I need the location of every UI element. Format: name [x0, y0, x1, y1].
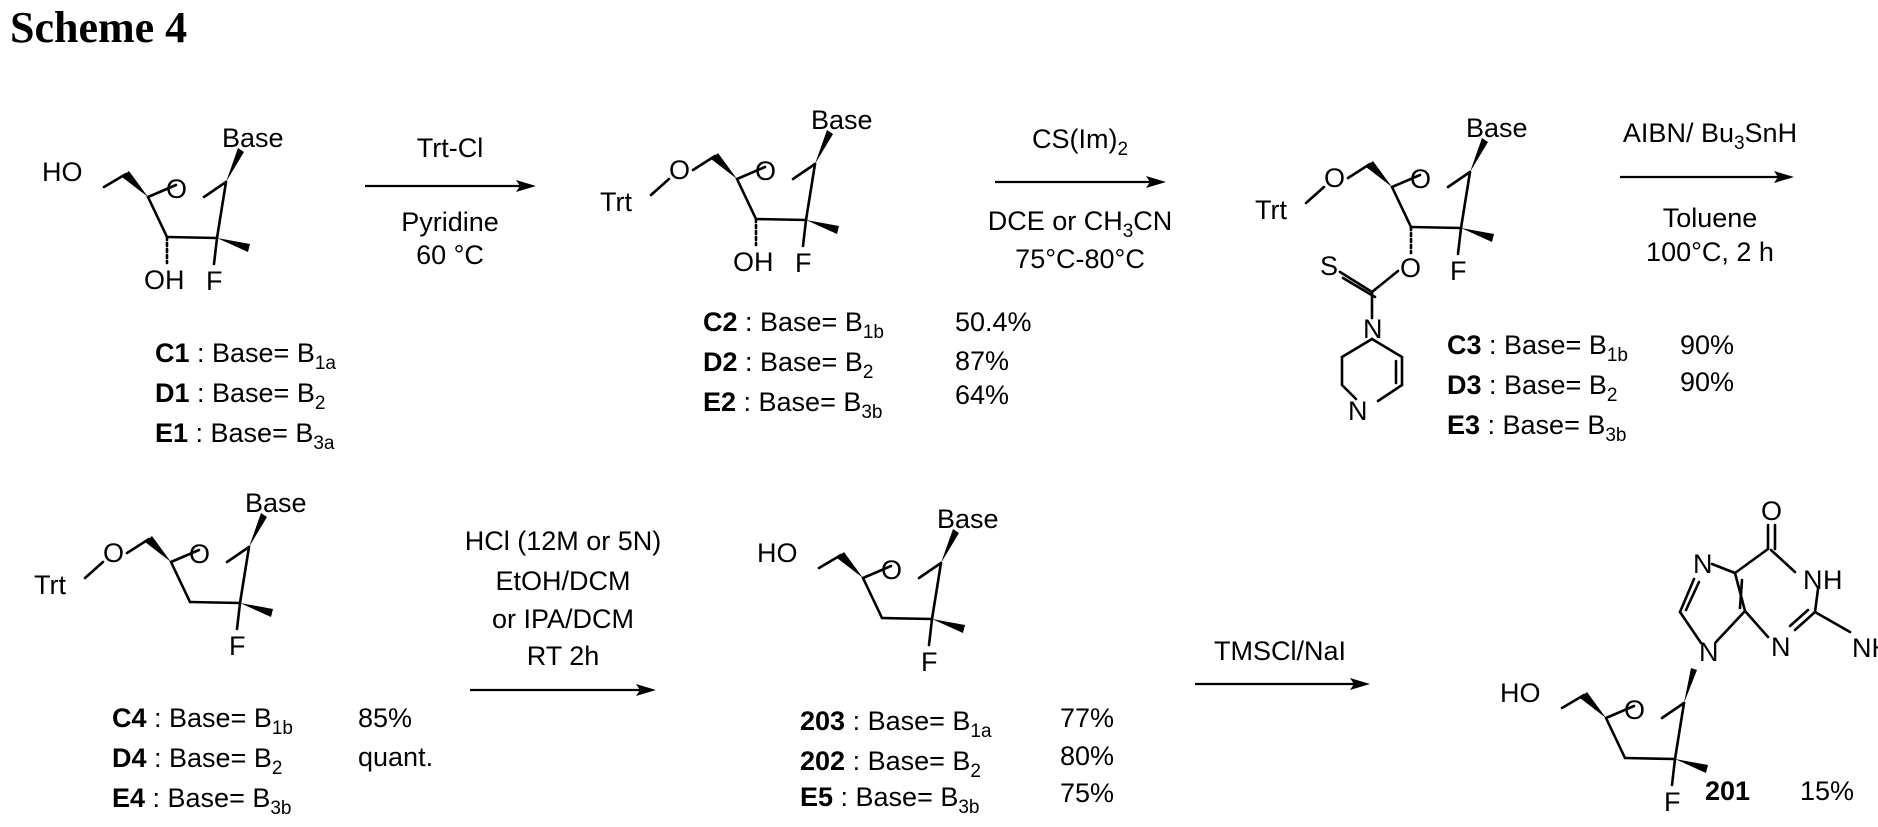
compound-201-structure: O HO F: [1500, 668, 1708, 817]
ether-oxygen: O: [103, 538, 124, 568]
guanine-base: N N O N H N NH2: [1680, 496, 1878, 669]
hydroxyl-label: HO: [1500, 678, 1541, 708]
arrow-2-solvent: DCE or CH3CN: [988, 206, 1173, 242]
ether-oxygen: O: [669, 155, 690, 185]
compound-c5-structure: O HO Base F: [757, 504, 999, 677]
purine-n1: N: [1803, 565, 1823, 595]
trityl-label: Trt: [34, 570, 66, 600]
label-row: E3 : Base= B3b: [1447, 410, 1627, 446]
arrow-4-conditions: RT 2h: [527, 641, 600, 671]
carbonyl-oxygen: O: [1761, 496, 1782, 526]
fluorine-label: F: [921, 647, 938, 677]
reaction-arrow-1: Trt-Cl Pyridine 60 °C: [365, 133, 536, 270]
trityl-label: Trt: [600, 187, 632, 217]
yield: 85%: [358, 703, 412, 733]
yield: 77%: [1060, 703, 1114, 733]
label-row: C1 : Base= B1a: [155, 338, 336, 374]
label-row: D3 : Base= B2: [1447, 370, 1617, 406]
ether-oxygen: O: [1324, 163, 1345, 193]
arrow-3-reagent: AIBN/ Bu3SnH: [1623, 118, 1797, 154]
purine-n7: N: [1693, 549, 1713, 579]
ring-oxygen: O: [881, 555, 902, 585]
fluorine-label: F: [1450, 256, 1467, 286]
yield: 64%: [955, 380, 1009, 410]
purine-h1: H: [1823, 565, 1843, 595]
thiocarbonate-oxygen: O: [1400, 253, 1421, 283]
label-row: D4 : Base= B2: [112, 743, 282, 779]
compound-c4-structure: O O Trt Base F: [34, 488, 307, 661]
purine-n9: N: [1699, 637, 1719, 667]
arrow-3-solvent: Toluene: [1663, 203, 1758, 233]
fluorine-label: F: [795, 248, 812, 278]
base-label: Base: [937, 504, 999, 534]
label-row: E1 : Base= B3a: [155, 418, 335, 454]
ring-oxygen: O: [189, 539, 210, 569]
ring-oxygen: O: [166, 174, 187, 204]
base-label: Base: [1466, 113, 1528, 143]
fluorine-label: F: [1664, 787, 1681, 817]
arrow-2-reagent: CS(Im)2: [1032, 124, 1128, 160]
hydroxyl-label: HO: [757, 538, 798, 568]
yield: 90%: [1680, 367, 1734, 397]
label-row: D1 : Base= B2: [155, 378, 325, 414]
labels-c1: C1 : Base= B1a D1 : Base= B2 E1 : Base= …: [155, 338, 336, 454]
hydroxyl-label: HO: [42, 157, 83, 187]
compound-201-yield: 15%: [1800, 776, 1854, 806]
label-row: C2 : Base= B1b: [703, 307, 884, 343]
sulfur-label: S: [1320, 251, 1338, 281]
purine-n3: N: [1771, 632, 1791, 662]
arrow-1-solvent: Pyridine: [401, 207, 499, 237]
fluorine-label: F: [206, 266, 223, 296]
oh-label: OH: [733, 247, 774, 277]
yield: 87%: [955, 346, 1009, 376]
label-row: C4 : Base= B1b: [112, 703, 293, 739]
arrow-5-reagent: TMSCl/NaI: [1214, 636, 1346, 666]
label-row: D2 : Base= B2: [703, 347, 873, 383]
ring-oxygen: O: [1410, 164, 1431, 194]
imidazole-n3: N: [1348, 396, 1368, 426]
yield: 75%: [1060, 778, 1114, 808]
base-label: Base: [222, 123, 284, 153]
imidazole-n1: N: [1363, 314, 1383, 344]
labels-c2: C2 : Base= B1b 50.4% D2 : Base= B2 87% E…: [703, 307, 1032, 423]
label-row: 203 : Base= B1a: [800, 706, 992, 742]
yield: 90%: [1680, 330, 1734, 360]
compound-c1-structure: O HO Base OH F: [42, 123, 284, 296]
arrow-4-reagent: HCl (12M or 5N): [465, 526, 662, 556]
amino-label: NH2: [1852, 633, 1878, 669]
arrow-4-solvent-b: or IPA/DCM: [492, 604, 634, 634]
arrow-1-temperature: 60 °C: [416, 240, 484, 270]
label-row: E2 : Base= B3b: [703, 387, 883, 423]
ring-oxygen: O: [1624, 695, 1645, 725]
oh-label: OH: [144, 265, 185, 295]
arrow-4-solvent-a: EtOH/DCM: [496, 566, 631, 596]
label-row: E5 : Base= B3b: [800, 782, 980, 818]
labels-c4: C4 : Base= B1b 85% D4 : Base= B2 quant. …: [112, 703, 433, 819]
trityl-label: Trt: [1255, 195, 1287, 225]
yield: 50.4%: [955, 307, 1032, 337]
arrow-2-temperature: 75°C-80°C: [1015, 244, 1145, 274]
ring-oxygen: O: [755, 156, 776, 186]
labels-c3: C3 : Base= B1b 90% D3 : Base= B2 90% E3 …: [1447, 330, 1734, 446]
yield: 80%: [1060, 741, 1114, 771]
yield: quant.: [358, 742, 433, 772]
arrow-3-conditions: 100°C, 2 h: [1646, 237, 1774, 267]
fluorine-label: F: [229, 631, 246, 661]
arrow-1-reagent: Trt-Cl: [417, 133, 483, 163]
label-row: E4 : Base= B3b: [112, 783, 292, 819]
reaction-arrow-2: CS(Im)2 DCE or CH3CN 75°C-80°C: [988, 124, 1173, 274]
label-row: C3 : Base= B1b: [1447, 330, 1628, 366]
compound-201-id: 201: [1705, 776, 1750, 806]
reaction-arrow-3: AIBN/ Bu3SnH Toluene 100°C, 2 h: [1620, 118, 1797, 267]
label-201: 201 15%: [1705, 776, 1854, 806]
base-label: Base: [811, 105, 873, 135]
compound-c2-structure: O O Trt Base OH F: [600, 105, 873, 278]
label-row: 202 : Base= B2: [800, 746, 981, 782]
labels-c5: 203 : Base= B1a 77% 202 : Base= B2 80% E…: [800, 703, 1114, 818]
base-label: Base: [245, 488, 307, 518]
reaction-arrow-5: TMSCl/NaI: [1195, 636, 1370, 690]
reaction-arrow-4: HCl (12M or 5N) EtOH/DCM or IPA/DCM RT 2…: [465, 526, 662, 696]
